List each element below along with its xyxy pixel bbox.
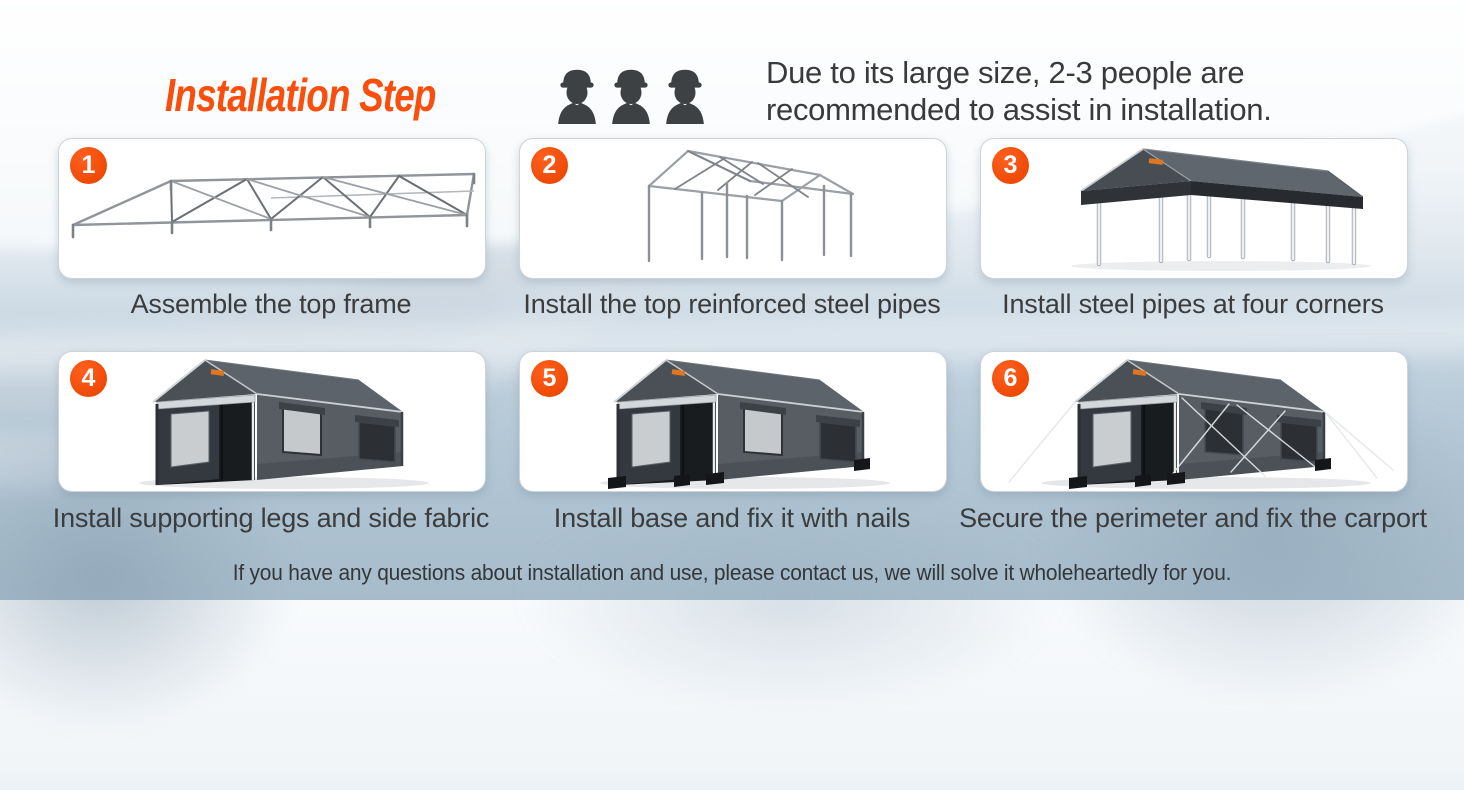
step-caption-5: Install base and fix it with nails <box>553 503 911 533</box>
page-title: Installation Step <box>165 69 436 121</box>
worker-icon <box>666 69 704 124</box>
step-number-badge: 1 <box>70 147 107 184</box>
step-number-badge: 3 <box>992 147 1029 184</box>
step-caption-1: Assemble the top frame <box>130 289 412 319</box>
step-number-badge: 6 <box>992 360 1029 397</box>
carport-base-nails-illustration <box>600 359 890 489</box>
carport-side-fabric-illustration <box>139 359 429 489</box>
step-card-6: 6 <box>980 351 1408 492</box>
step-number-badge: 4 <box>70 360 107 397</box>
people-recommendation-note: Due to its large size, 2-3 people are re… <box>766 54 1272 128</box>
step-caption-4: Install supporting legs and side fabric <box>52 503 490 533</box>
step-card-5: 5 <box>519 351 947 492</box>
frame-skeleton-illustration <box>647 149 855 263</box>
step-card-3: 3 <box>980 138 1408 279</box>
footer-contact-note: If you have any questions about installa… <box>232 560 1232 585</box>
step-caption-6: Secure the perimeter and fix the carport <box>959 503 1427 533</box>
step-caption-2: Install the top reinforced steel pipes <box>523 289 941 319</box>
worker-icon <box>612 69 650 124</box>
note-line-2: recommended to assist in installation. <box>766 92 1272 127</box>
step-caption-3: Install steel pipes at four corners <box>1002 289 1384 319</box>
step-card-2: 2 <box>519 138 947 279</box>
carport-secured-illustration <box>1008 359 1394 489</box>
step-number-badge: 2 <box>531 147 568 184</box>
step-card-1: 1 <box>58 138 486 279</box>
top-frame-illustration <box>71 172 476 239</box>
worker-icon <box>558 69 596 124</box>
step-card-4: 4 <box>58 351 486 492</box>
canopy-roof-illustration <box>1071 148 1371 271</box>
worker-icons-group <box>556 62 706 124</box>
step-number-badge: 5 <box>531 360 568 397</box>
note-line-1: Due to its large size, 2-3 people are <box>766 55 1245 90</box>
